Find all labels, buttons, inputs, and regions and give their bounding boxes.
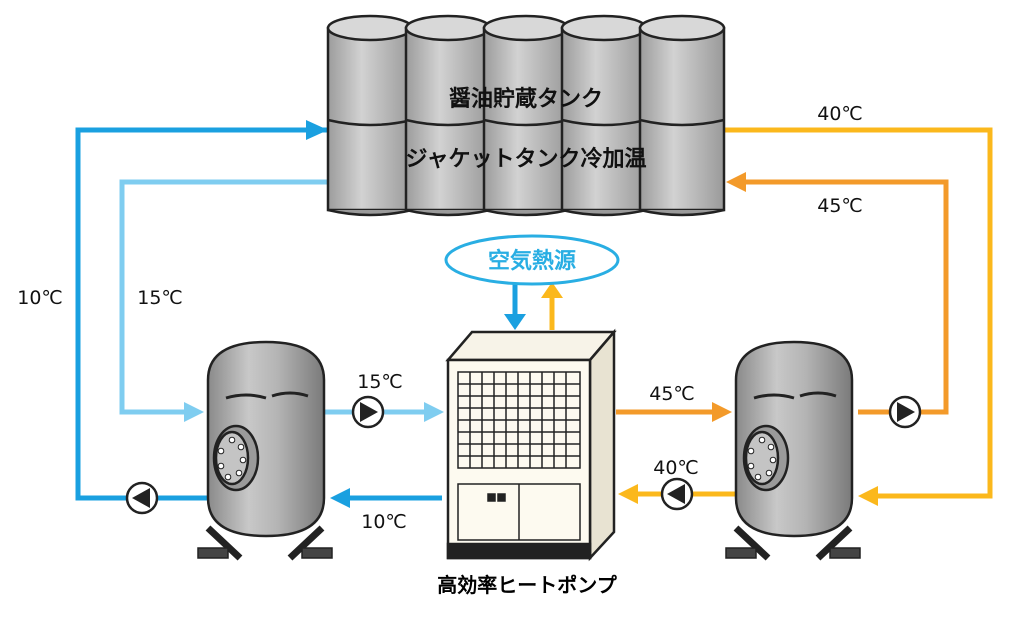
manhole: [742, 424, 790, 492]
right-buffer-vessel: [725, 340, 861, 561]
pump-icon: [888, 395, 922, 429]
temp-cold-from-pump: 10℃: [361, 511, 407, 533]
temp-hot-right-inner: 45℃: [817, 195, 863, 217]
tank-cylinder: [482, 14, 570, 217]
tank-label-storage: 醤油貯蔵タンク: [449, 86, 603, 112]
manhole: [212, 424, 260, 492]
temp-cold-left-inner: 15℃: [137, 287, 183, 309]
arrow-hot-to-pump: [618, 484, 638, 504]
heat-pump-unit: [445, 328, 617, 562]
air-flow: [504, 282, 563, 330]
pump-icon: [351, 395, 385, 429]
temp-hot-to-pump: 40℃: [653, 457, 699, 479]
tank-cylinder: [560, 14, 648, 217]
temp-cold-to-pump: 15℃: [357, 371, 403, 393]
temp-cold-left-outer: 10℃: [17, 287, 63, 309]
tank-cylinder: [638, 14, 726, 217]
pipe-arrowheads: [184, 120, 878, 508]
heat-pump-label: 高効率ヒートポンプ: [437, 573, 617, 597]
tank-cylinder: [404, 14, 492, 217]
pump-icon: [125, 481, 159, 515]
access-panel: [457, 483, 581, 541]
arrow-hot-to-tank: [726, 172, 746, 192]
tank-label-jacket: ジャケットタンク冷加温: [406, 146, 647, 172]
temp-hot-from-pump: 45℃: [649, 383, 695, 405]
arrow-cold-to-tank: [306, 120, 328, 140]
tank-cylinder: [326, 14, 414, 217]
arrow-hot-to-right-vessel: [712, 402, 732, 422]
air-source-bubble: 空気熱源: [444, 234, 620, 286]
temp-hot-right-top: 40℃: [817, 103, 863, 125]
soy-sauce-storage-tanks: [326, 14, 726, 217]
arrow-cold-to-pump: [424, 402, 444, 422]
left-buffer-vessel: [197, 340, 333, 561]
arrow-cold-from-pump: [330, 488, 350, 508]
pump-icon: [660, 477, 694, 511]
air-source-label: 空気熱源: [488, 248, 576, 274]
arrow-cold-to-left-vessel: [184, 402, 204, 422]
arrow-hot-into-right-vessel: [858, 486, 878, 506]
fan-grille: [457, 371, 581, 469]
